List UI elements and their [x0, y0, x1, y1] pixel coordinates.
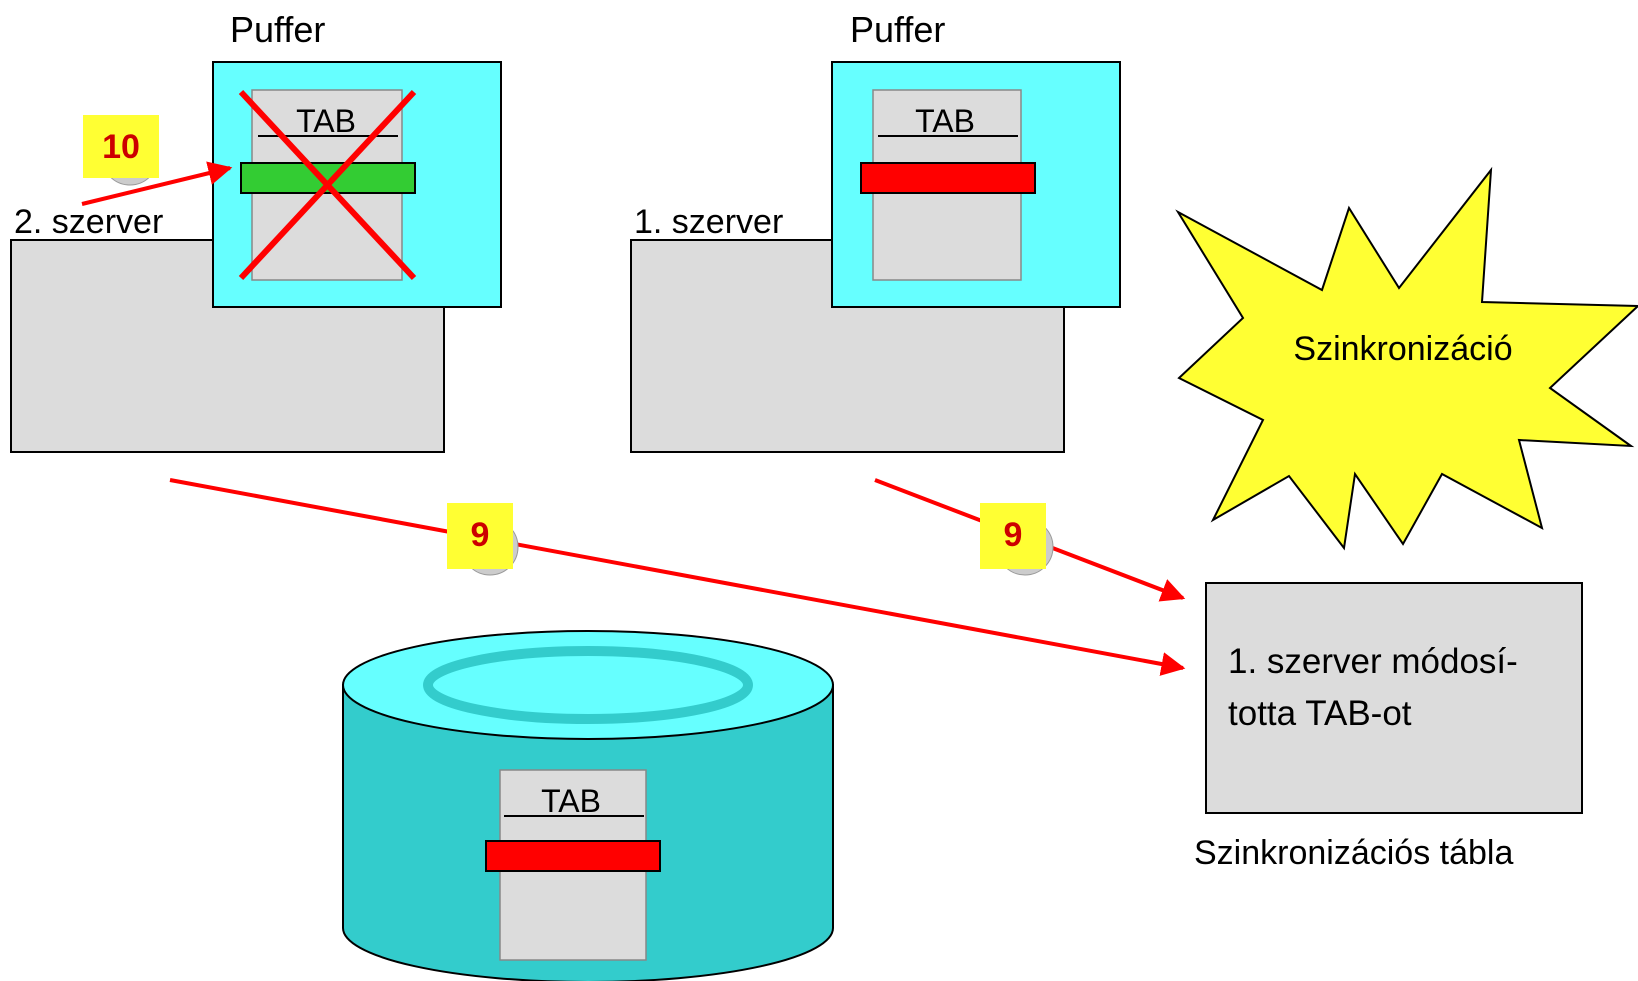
- sync-burst: Szinkronizáció: [1175, 166, 1638, 551]
- server-1: 1. szerver Puffer TAB: [630, 9, 1121, 453]
- database: TAB: [342, 630, 834, 981]
- database-modified-row: [485, 840, 661, 872]
- step-badge-9-left-label: 9: [471, 516, 490, 554]
- step-10-arrow: [81, 161, 233, 206]
- server-2-label: 2. szerver: [14, 203, 163, 241]
- sync-burst-label: Szinkronizáció: [1293, 330, 1512, 368]
- server-1-buffer-label: Puffer: [850, 9, 945, 50]
- sync-table: 1. szerver módosí- totta TAB-ot Szinkron…: [1194, 582, 1583, 872]
- step-9-left-arrow: [169, 478, 1186, 676]
- sync-table-box: [1205, 582, 1583, 814]
- server-1-label: 1. szerver: [634, 203, 783, 241]
- database-table-label: TAB: [541, 783, 601, 819]
- step-badge-9-left: 9: [447, 503, 519, 576]
- server-2-table-label: TAB: [296, 103, 356, 139]
- step-badge-10-label: 10: [102, 128, 140, 166]
- server-1-table-label: TAB: [915, 103, 975, 139]
- database-top-rim: [423, 646, 753, 724]
- step-badge-9-right-label: 9: [1004, 516, 1023, 554]
- server-2: 2. szerver Puffer TAB: [10, 9, 502, 453]
- sync-table-caption: Szinkronizációs tábla: [1194, 834, 1513, 872]
- invalidated-cross-icon: [238, 89, 417, 281]
- sync-table-entry-line-2: totta TAB-ot: [1228, 694, 1412, 733]
- sync-table-entry-line-1: 1. szerver módosí-: [1228, 642, 1518, 681]
- sync-burst-shape: [1175, 166, 1638, 551]
- step-badge-9-right: 9: [980, 503, 1054, 576]
- step-badge-10: 10: [83, 115, 159, 186]
- server-2-buffer-label: Puffer: [230, 9, 325, 50]
- server-1-modified-row: [860, 162, 1036, 194]
